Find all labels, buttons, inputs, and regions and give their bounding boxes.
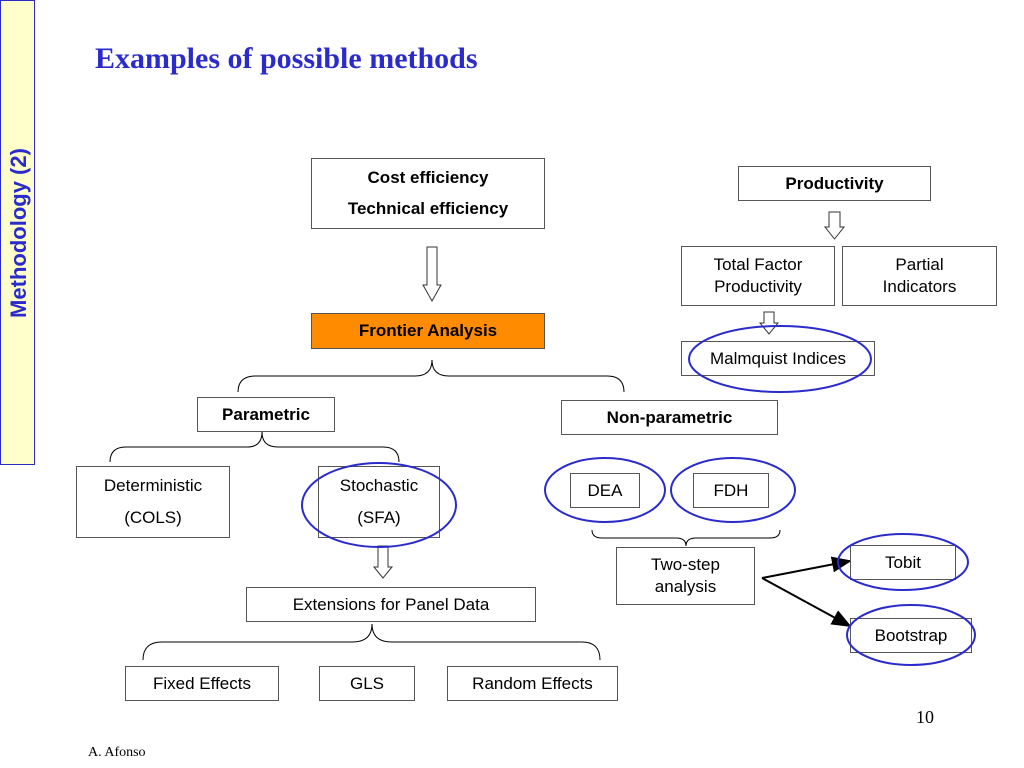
partial-label-line1: Partial [895,254,944,274]
two-step-analysis-box: Two-step analysis [616,547,755,605]
down-arrow-to-extensions [372,545,394,579]
slide-title: Examples of possible methods [95,42,478,75]
highlight-fdh [670,457,796,523]
cols-label: (COLS) [124,508,182,527]
gls-box: GLS [319,666,415,701]
dea-box: DEA [570,473,640,508]
two-step-label-line1: Two-step [651,554,720,574]
partial-label-line2: Indicators [882,277,957,296]
stochastic-label: Stochastic [339,475,419,495]
highlight-dea [544,457,666,523]
brace-frontier [237,359,625,393]
frontier-analysis-box: Frontier Analysis [311,313,545,349]
arrow-to-bootstrap [761,577,852,627]
productivity-box: Productivity [738,166,931,201]
page-number: 10 [916,707,934,727]
technical-efficiency-label: Technical efficiency [347,198,509,218]
cost-efficiency-label: Cost efficiency [367,167,489,187]
highlight-bootstrap [846,604,976,666]
sidebar: Methodology (2) [0,0,35,465]
tobit-box: Tobit [850,545,956,580]
highlight-stochastic [301,462,457,548]
brace-extensions [142,623,601,661]
fixed-effects-box: Fixed Effects [125,666,279,701]
total-factor-productivity-box: Total Factor Productivity [681,246,835,306]
extensions-panel-data-box: Extensions for Panel Data [246,587,536,622]
arrow-to-tobit [761,556,852,579]
sfa-label: (SFA) [357,508,401,527]
deterministic-box: Deterministic (COLS) [76,466,230,538]
parametric-box: Parametric [197,397,335,432]
two-step-label-line2: analysis [654,577,717,596]
down-arrow-to-tfp [823,211,846,240]
author-label: A. Afonso [88,745,146,760]
brace-two-step [591,529,781,547]
malmquist-indices-box: Malmquist Indices [681,341,875,376]
brace-parametric [109,431,400,463]
tfp-label-line2: Productivity [714,277,802,296]
down-arrow-to-malmquist [758,311,780,335]
non-parametric-box: Non-parametric [561,400,778,435]
deterministic-label: Deterministic [103,475,203,495]
fdh-box: FDH [693,473,769,508]
stochastic-box: Stochastic (SFA) [318,466,440,538]
partial-indicators-box: Partial Indicators [842,246,997,306]
random-effects-box: Random Effects [447,666,618,701]
highlight-tobit [837,533,969,591]
cost-technical-efficiency-box: Cost efficiency Technical efficiency [311,158,545,229]
bootstrap-box: Bootstrap [850,618,972,653]
highlight-malmquist [688,325,872,393]
tfp-label-line1: Total Factor [713,254,803,274]
down-arrow-to-frontier [422,246,442,303]
